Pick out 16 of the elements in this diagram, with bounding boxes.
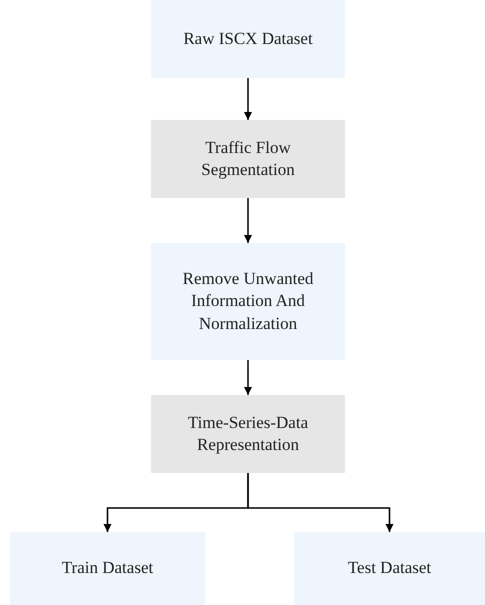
arrow xyxy=(244,198,252,243)
box-label: Traffic Flow Segmentation xyxy=(200,136,296,181)
arrow xyxy=(247,473,394,532)
box-label: Train Dataset xyxy=(62,557,154,580)
box-label: Time-Series-Data Representation xyxy=(186,412,310,456)
process-box xyxy=(151,0,345,78)
box-label: Raw ISCX Dataset xyxy=(183,28,313,50)
process-box xyxy=(151,120,345,198)
process-box xyxy=(10,532,205,605)
arrow xyxy=(244,360,252,395)
process-box xyxy=(151,243,345,360)
process-box xyxy=(151,395,345,473)
process-box xyxy=(294,532,485,605)
arrow xyxy=(244,78,252,120)
box-label: Remove Unwanted Information And Normalization xyxy=(182,268,314,335)
box-label: Test Dataset xyxy=(348,557,432,580)
